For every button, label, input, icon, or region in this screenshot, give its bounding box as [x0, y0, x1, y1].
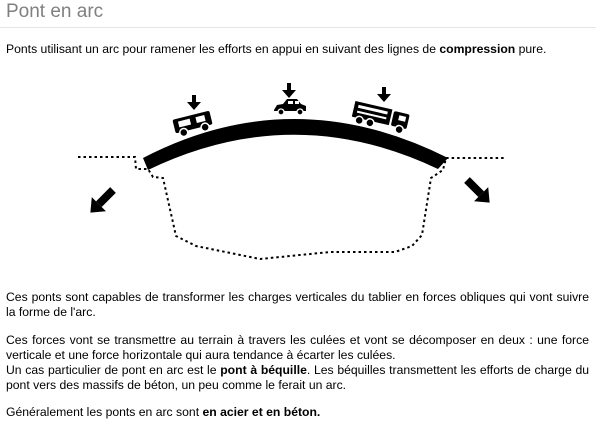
- page-title: Pont en arc: [6, 1, 104, 22]
- arch-bridge-diagram: [78, 83, 505, 261]
- bequille-text-start: Un cas particulier de pont en arc est le: [6, 363, 221, 377]
- van-icon: [172, 111, 213, 138]
- bequille-text-end: . Les béquilles transmettent les efforts…: [6, 363, 590, 392]
- paragraph-materials: Généralement les ponts en arc sont en ac…: [6, 405, 589, 420]
- left-thrust-arrow: [90, 187, 116, 213]
- materials-text: Généralement les ponts en arc sont: [6, 405, 203, 419]
- paragraph-forces: Ces ponts sont capables de transformer l…: [6, 290, 589, 319]
- intro-end: pure.: [515, 42, 547, 56]
- abutments-text: Ces forces vont se transmettre au terrai…: [6, 333, 589, 362]
- title-divider: [0, 27, 596, 28]
- load-arrow-3: [377, 87, 391, 102]
- arch-deck: [143, 119, 448, 170]
- ground-profile: [78, 156, 505, 261]
- intro-bold: compression: [439, 42, 516, 56]
- intro-paragraph: Ponts utilisant un arc pour ramener les …: [6, 42, 589, 57]
- intro-text: Ponts utilisant un arc pour ramener les …: [6, 42, 440, 56]
- materials-bold: en acier et en béton.: [202, 405, 321, 419]
- load-arrow-1: [187, 95, 201, 110]
- car-icon: [274, 99, 306, 116]
- load-arrow-2: [282, 83, 296, 98]
- paragraph-abutments: Ces forces vont se transmettre au terrai…: [6, 333, 589, 393]
- right-thrust-arrow: [464, 177, 490, 203]
- truck-icon: [351, 101, 410, 135]
- bequille-bold: pont à béquille: [220, 363, 307, 377]
